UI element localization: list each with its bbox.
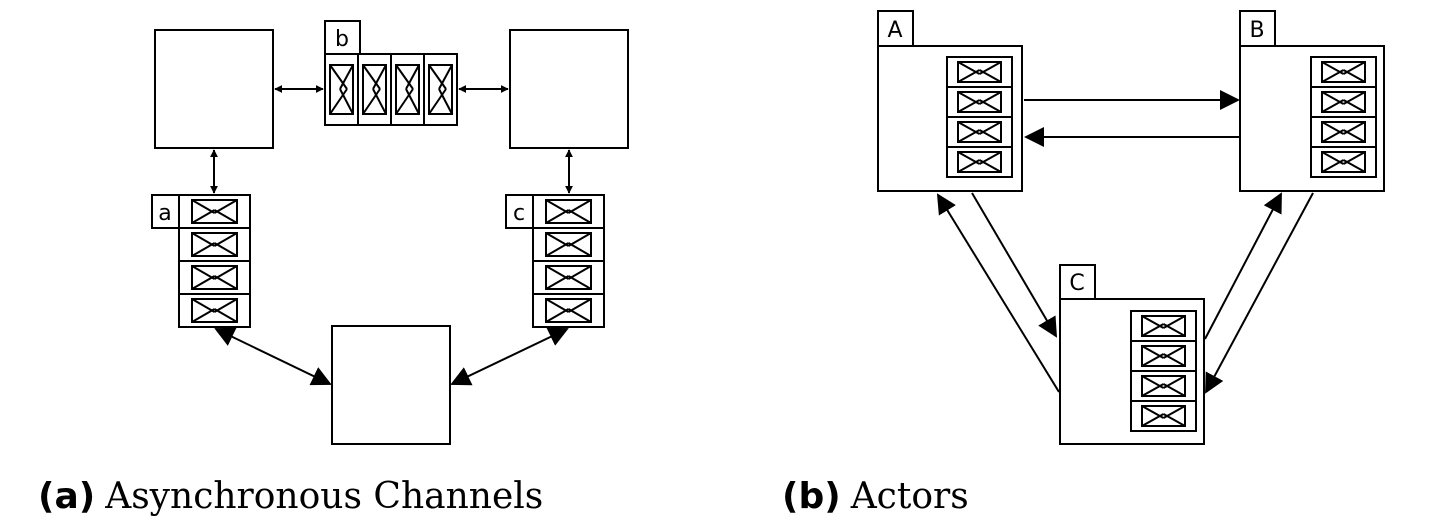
channel-b-label: b	[335, 27, 349, 52]
message-slot	[423, 53, 458, 126]
actor-a: A	[877, 10, 1023, 192]
diagram-canvas: b a c	[151, 10, 1385, 445]
arrow-channel-a-bottom	[214, 327, 332, 386]
caption-panel-b: (b)Actors	[782, 476, 969, 517]
message-slot	[357, 53, 392, 126]
actor-c: C	[1059, 264, 1205, 445]
envelope-icon	[191, 199, 238, 224]
message-slot	[178, 260, 251, 295]
panel-b-actors: A B C	[877, 10, 1385, 445]
envelope-icon	[957, 61, 1002, 83]
message-slot	[532, 194, 605, 229]
envelope-icon	[545, 265, 592, 290]
actor-b-mailbox	[1310, 56, 1377, 178]
actor-b: B	[1239, 10, 1385, 192]
message-slot	[1310, 116, 1377, 148]
envelope-icon	[191, 298, 238, 323]
message-slot	[946, 86, 1013, 118]
envelope-icon	[428, 64, 453, 115]
envelope-icon	[362, 64, 387, 115]
actor-c-mailbox	[1130, 310, 1197, 432]
caption-panel-a-text: Asynchronous Channels	[105, 476, 544, 517]
envelope-icon	[545, 199, 592, 224]
envelope-icon	[191, 265, 238, 290]
message-slot	[532, 293, 605, 328]
actor-b-label: B	[1249, 18, 1264, 43]
arrow-a-to-c	[971, 192, 1058, 338]
envelope-icon	[1141, 345, 1186, 367]
message-slot	[178, 293, 251, 328]
message-slot	[532, 260, 605, 295]
envelope-icon	[191, 232, 238, 257]
message-slot	[1130, 370, 1197, 402]
message-slot	[1310, 146, 1377, 178]
message-slot	[1310, 86, 1377, 118]
envelope-icon	[1321, 121, 1366, 143]
message-slot	[1130, 310, 1197, 342]
envelope-icon	[957, 151, 1002, 173]
message-slot	[1130, 340, 1197, 372]
channel-a: a	[151, 194, 251, 328]
message-slot	[178, 227, 251, 262]
arrow-c-to-a	[936, 193, 1060, 393]
message-slot	[324, 53, 359, 126]
envelope-icon	[1141, 375, 1186, 397]
channel-b-message-slots	[324, 53, 458, 126]
arrow-c-to-b	[1204, 192, 1282, 340]
channel-a-tag	[151, 194, 180, 229]
envelope-icon	[329, 64, 354, 115]
envelope-icon	[1321, 91, 1366, 113]
envelope-icon	[957, 121, 1002, 143]
channel-c: c	[505, 194, 605, 328]
message-slot	[946, 146, 1013, 178]
envelope-icon	[1141, 315, 1186, 337]
message-slot	[1310, 56, 1377, 88]
actor-a-label: A	[887, 18, 902, 43]
envelope-icon	[545, 232, 592, 257]
message-slot	[178, 194, 251, 229]
process-bottom	[331, 325, 451, 445]
actor-c-label: C	[1069, 271, 1084, 296]
message-slot	[946, 116, 1013, 148]
arrow-channel-c-bottom	[450, 327, 569, 386]
process-top-right	[509, 29, 629, 149]
caption-panel-a: (a)Asynchronous Channels	[38, 476, 543, 517]
message-slot	[532, 227, 605, 262]
arrow-b-to-c	[1205, 192, 1314, 394]
channel-c-label: c	[513, 201, 525, 226]
message-slot	[946, 56, 1013, 88]
envelope-icon	[1321, 61, 1366, 83]
caption-panel-b-text: Actors	[850, 476, 969, 517]
panel-a-asynchronous-channels: b a c	[151, 20, 629, 445]
envelope-icon	[1321, 151, 1366, 173]
process-top-left	[154, 29, 274, 149]
message-slot	[390, 53, 425, 126]
actor-a-tag	[877, 10, 914, 47]
envelope-icon	[957, 91, 1002, 113]
caption-panel-a-label: (a)	[38, 476, 96, 517]
envelope-icon	[545, 298, 592, 323]
caption-panel-b-label: (b)	[782, 476, 841, 517]
channel-a-label: a	[158, 201, 171, 226]
envelope-icon	[1141, 405, 1186, 427]
channel-a-message-slots	[178, 194, 251, 328]
envelope-icon	[395, 64, 420, 115]
actor-a-mailbox	[946, 56, 1013, 178]
message-slot	[1130, 400, 1197, 432]
channel-b: b	[324, 20, 458, 126]
channel-c-message-slots	[532, 194, 605, 328]
